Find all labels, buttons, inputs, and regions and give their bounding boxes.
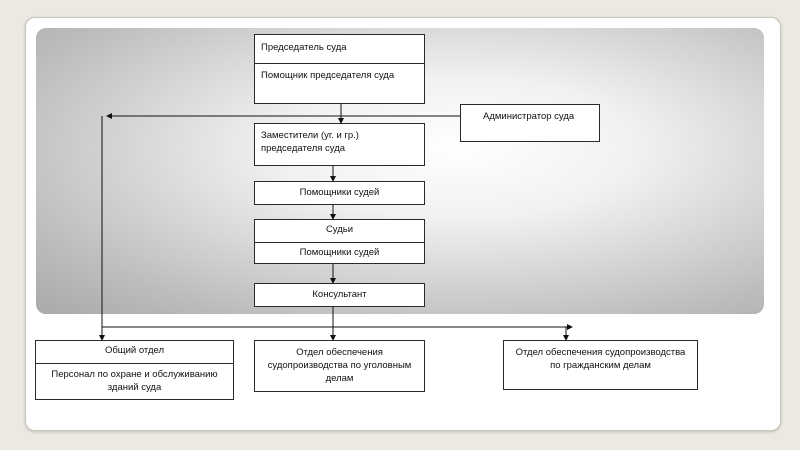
criminal-department-label: Отдел обеспечения судопроизводства по уг… [267,347,412,384]
civil-department-box: Отдел обеспечения судопроизводства по гр… [503,340,698,390]
general-department-title: Общий отдел [104,345,165,356]
deputies-label: Заместители (уг. и гр.) председателя суд… [261,130,359,154]
chairman-assistant: Помощник председателя суда [255,63,424,84]
general-department-staff: Персонал по охране и обслуживанию зданий… [36,363,233,396]
criminal-department-box: Отдел обеспечения судопроизводства по уг… [254,340,425,392]
judges-assistants: Помощники судей [255,242,424,261]
civil-department-label: Отдел обеспечения судопроизводства по гр… [515,347,686,371]
judge-assistants-label: Помощники судей [299,187,380,198]
deputies-box: Заместители (уг. и гр.) председателя суд… [254,123,425,166]
general-department-box: Общий отдел Персонал по охране и обслужи… [35,340,234,400]
judge-assistants-box: Помощники судей [254,181,425,205]
judges-title: Судьи [325,224,354,235]
chairman-box: Председатель суда Помощник председателя … [254,34,425,104]
administrator-label: Администратор суда [483,111,575,122]
administrator-box: Администратор суда [460,104,600,142]
chairman-title: Председатель суда [261,42,347,53]
consultant-box: Консультант [254,283,425,307]
judges-box: Судьи Помощники судей [254,219,425,264]
consultant-label: Консультант [312,289,367,300]
